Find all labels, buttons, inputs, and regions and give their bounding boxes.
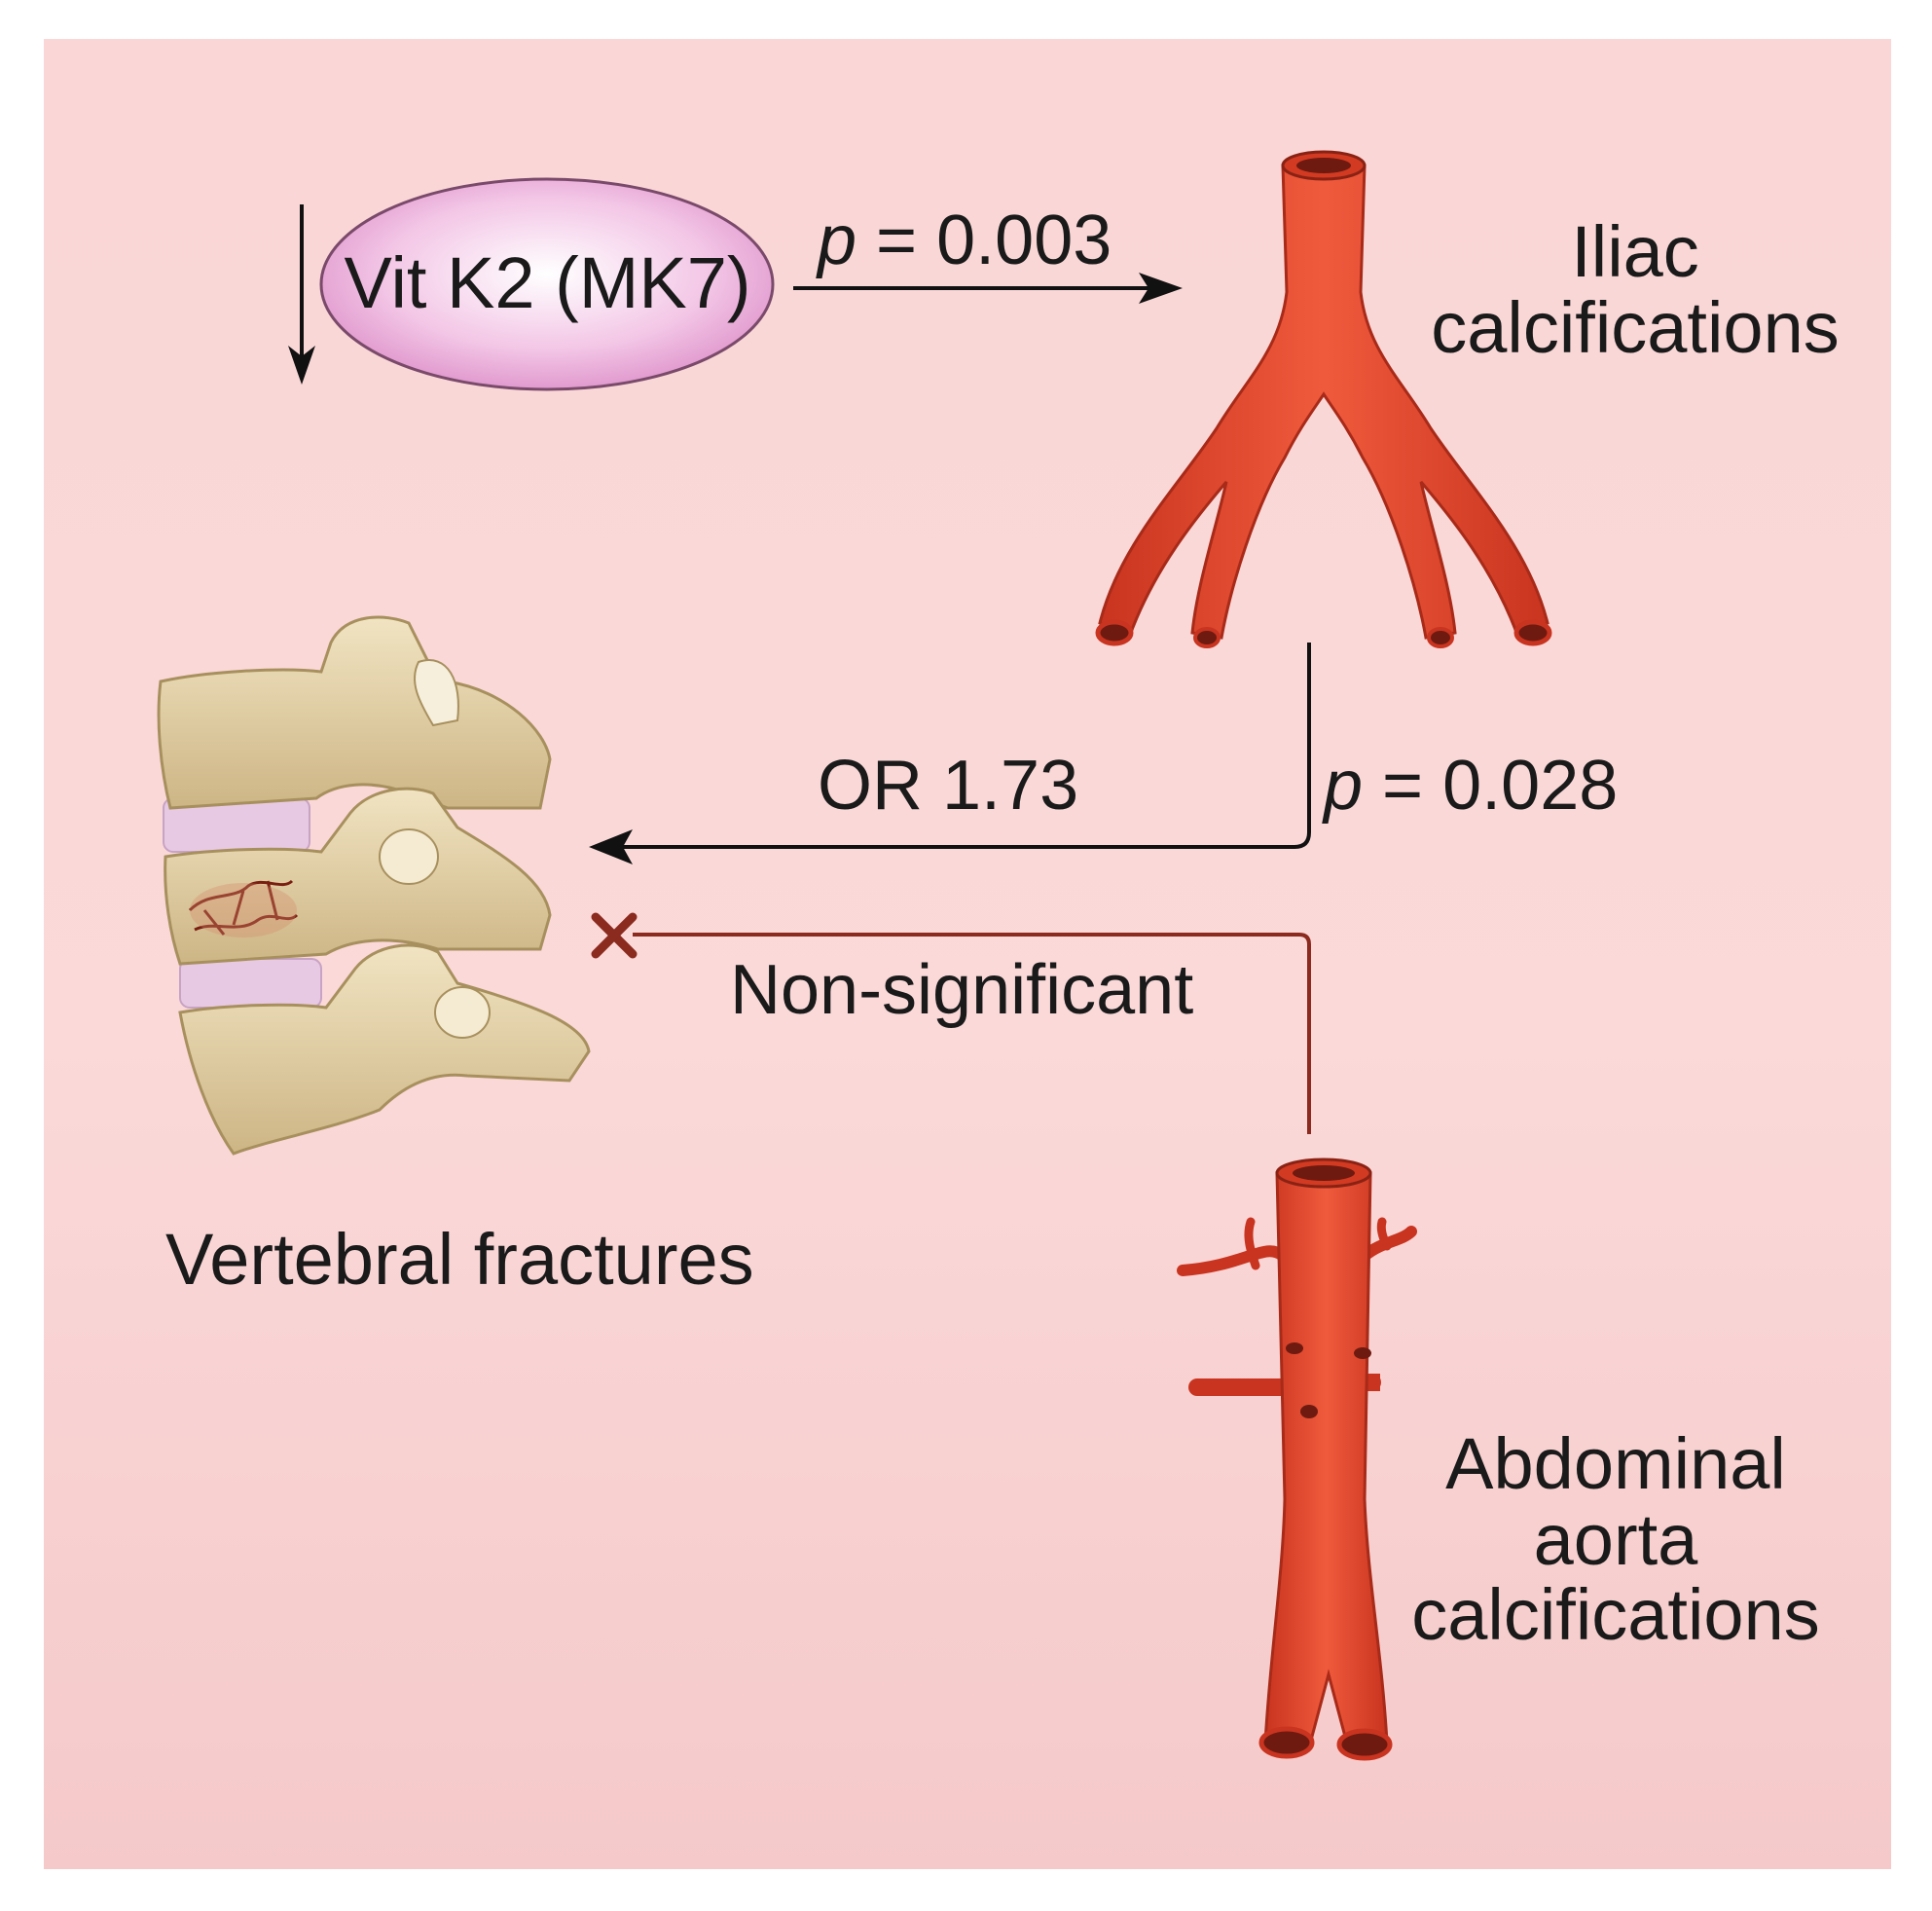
odds-ratio-label: OR 1.73 bbox=[818, 747, 1079, 825]
p-number: = 0.028 bbox=[1363, 747, 1619, 825]
aorta-label-line3: calcifications bbox=[1411, 1574, 1820, 1656]
iliac-to-vertebral-arrow bbox=[589, 643, 1311, 864]
iliac-label-line1: Iliac bbox=[1571, 211, 1699, 292]
iliac-vertebral-p-value: p = 0.028 bbox=[1324, 747, 1619, 825]
p-symbol: p bbox=[1324, 747, 1364, 825]
iliac-artery-icon bbox=[1095, 150, 1552, 648]
p-number: = 0.003 bbox=[857, 202, 1112, 279]
diagram-background bbox=[44, 39, 1891, 1869]
aorta-label: Abdominal aorta calcifications bbox=[1392, 1426, 1840, 1653]
vertebral-fractures-label: Vertebral fractures bbox=[165, 1219, 754, 1300]
vitk2-iliac-p-value: p = 0.003 bbox=[818, 202, 1112, 279]
iliac-label-line2: calcifications bbox=[1431, 286, 1840, 368]
decrease-arrow-icon bbox=[288, 204, 315, 385]
aorta-to-vertebral-line bbox=[633, 933, 1311, 1134]
vertebrae-icon bbox=[157, 615, 591, 1156]
non-significant-label: Non-significant bbox=[730, 951, 1194, 1029]
iliac-label: Iliac calcifications bbox=[1421, 214, 1849, 365]
vitk2-to-iliac-arrow bbox=[793, 273, 1183, 304]
abdominal-aorta-icon bbox=[1177, 1158, 1417, 1761]
p-symbol: p bbox=[818, 202, 857, 279]
vitk2-label: Vit K2 (MK7) bbox=[344, 242, 751, 323]
aorta-label-line2: aorta bbox=[1533, 1498, 1698, 1580]
cross-mark-icon bbox=[591, 912, 638, 959]
vitk2-oval bbox=[319, 177, 775, 391]
aorta-label-line1: Abdominal bbox=[1445, 1423, 1786, 1504]
